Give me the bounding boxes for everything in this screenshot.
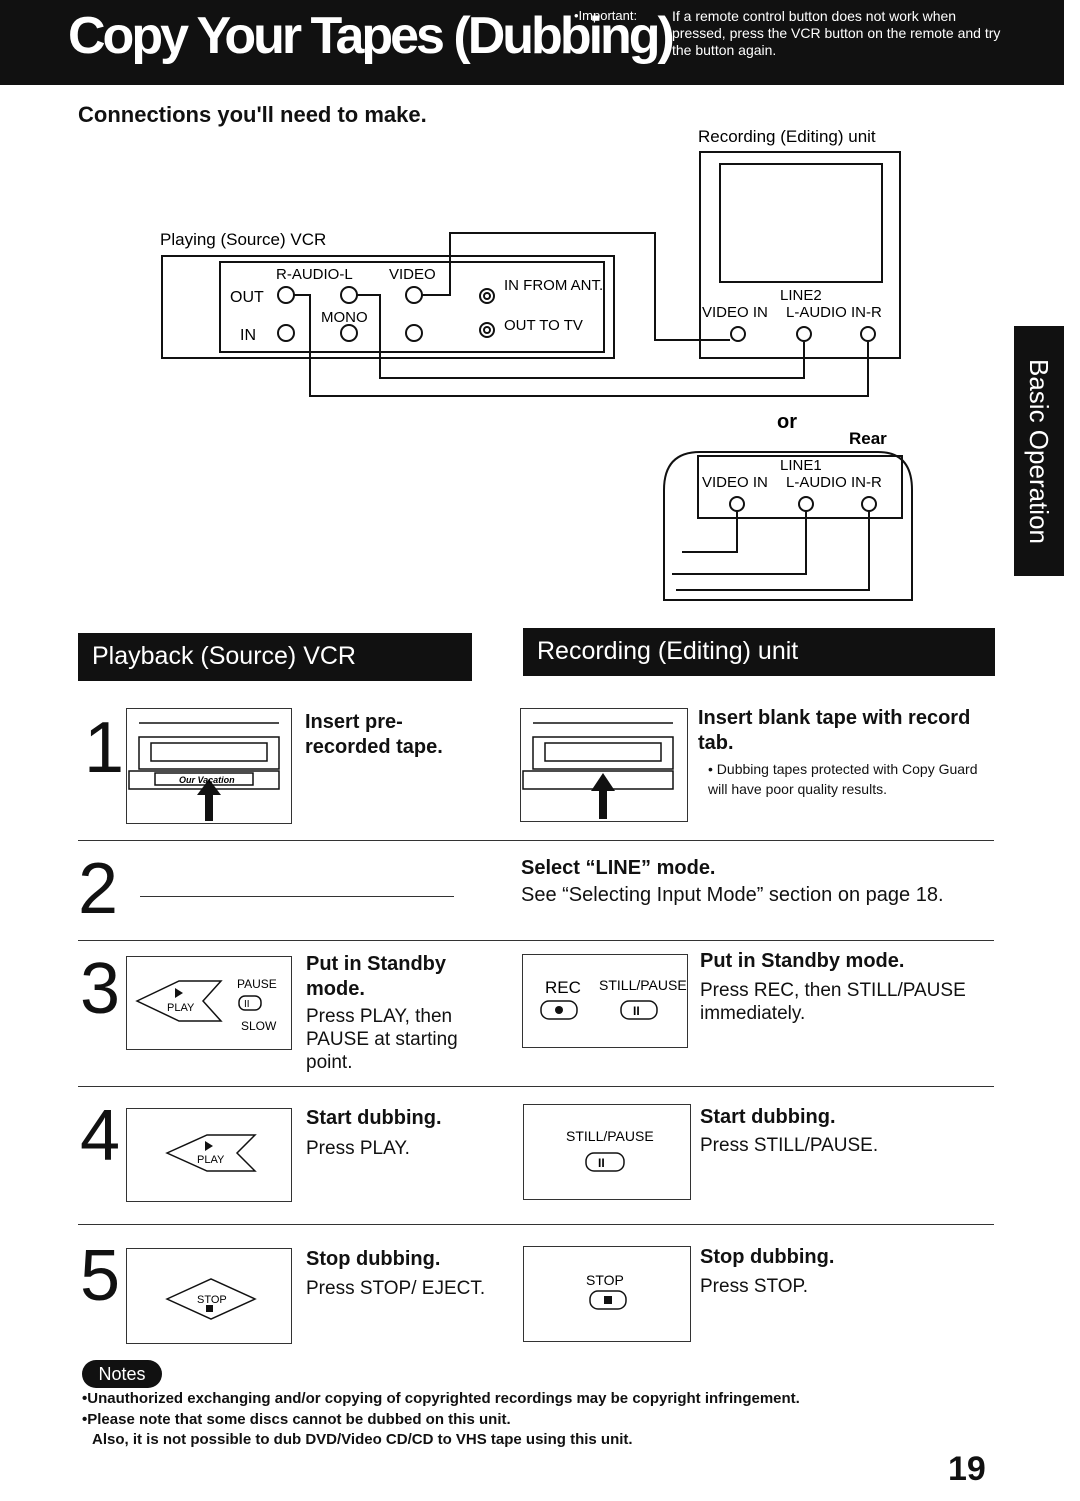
step1-right-title: Insert blank tape with record tab. xyxy=(698,707,971,754)
pause-icon: II xyxy=(244,999,250,1010)
play-label: PLAY xyxy=(167,1002,195,1014)
step2-dash-line xyxy=(140,896,454,897)
step3-right-title: Put in Standby mode. xyxy=(700,950,905,972)
l-audio-in-r-label: L-AUDIO IN-R xyxy=(786,304,882,321)
mono-label: MONO xyxy=(321,309,368,326)
divider xyxy=(78,940,994,941)
recording-unit-body xyxy=(699,151,901,359)
side-tab-label: Basic Operation xyxy=(1024,358,1054,544)
step3-left-title: Put in Standby mode. xyxy=(306,953,446,1000)
vcr-panel xyxy=(219,261,605,353)
in-from-ant-label: IN FROM ANT. xyxy=(504,277,603,294)
pause-label: PAUSE xyxy=(237,977,277,991)
play-button-shape xyxy=(165,1134,257,1172)
pause-icon: II xyxy=(633,1004,640,1018)
play-icon xyxy=(175,988,183,998)
step-number: 1 xyxy=(84,708,125,788)
cassette-label: Our Vacation xyxy=(179,775,235,785)
playing-vcr-label: Playing (Source) VCR xyxy=(160,230,326,249)
connection-diagram: Recording (Editing) unit Playing (Source… xyxy=(160,127,913,601)
step4-left-title: Start dubbing. xyxy=(306,1107,442,1129)
step5-left-text: Press STOP/ EJECT. xyxy=(306,1278,486,1299)
step-number: 4 xyxy=(80,1096,121,1176)
stop-eject-illustration: STOP xyxy=(126,1248,292,1344)
stop-button-shape xyxy=(165,1278,257,1320)
vcr-body xyxy=(161,255,615,359)
insert-tape-illustration: Our Vacation xyxy=(126,708,292,824)
stillpause-button-shape xyxy=(620,1000,658,1020)
line1-label: LINE1 xyxy=(780,457,822,474)
insert-blank-tape-illustration xyxy=(520,708,688,822)
divider xyxy=(78,1224,994,1225)
video-label: VIDEO xyxy=(389,266,436,283)
pause-icon: II xyxy=(598,1156,605,1170)
out-to-tv-label: OUT TO TV xyxy=(504,317,583,334)
stop-button-shape xyxy=(589,1290,627,1310)
step2-right-title: Select “LINE” mode. xyxy=(521,857,716,879)
play-icon xyxy=(205,1141,213,1151)
rec-label: REC xyxy=(545,978,581,997)
stillpause-illustration: STILL/PAUSE II xyxy=(523,1104,691,1200)
step3-right-text: Press REC, then STILL/PAUSE immediately. xyxy=(700,980,966,1024)
step2-right-text: See “Selecting Input Mode” section on pa… xyxy=(521,884,944,906)
play-button-shape xyxy=(135,980,223,1022)
connections-heading: Connections you'll need to make. xyxy=(78,102,427,127)
divider xyxy=(78,1086,994,1087)
playback-section-title: Playback (Source) VCR xyxy=(78,633,472,681)
important-text: If a remote control button does not work… xyxy=(672,8,1001,58)
step-number: 3 xyxy=(80,949,121,1029)
page-number: 19 xyxy=(948,1450,986,1488)
note-item: Also, it is not possible to dub DVD/Vide… xyxy=(92,1431,633,1448)
stillpause-label: STILL/PAUSE xyxy=(599,977,687,993)
recording-section-title: Recording (Editing) unit xyxy=(523,628,995,676)
stop-illustration: STOP xyxy=(523,1246,691,1342)
rec-button-shape xyxy=(540,1000,578,1020)
divider xyxy=(78,840,994,841)
rear-l-audio-in-r-label: L-AUDIO IN-R xyxy=(786,474,882,491)
step-number: 5 xyxy=(80,1236,121,1316)
line2-label: LINE2 xyxy=(780,287,822,304)
recording-unit-screen xyxy=(719,163,883,283)
rear-label: Rear xyxy=(849,429,887,448)
step1-left-title: Insert pre-recorded tape. xyxy=(305,711,443,758)
rear-video-in-label: VIDEO IN xyxy=(702,474,768,491)
note-item: •Please note that some discs cannot be d… xyxy=(82,1411,511,1428)
important-label: •Important: xyxy=(574,8,638,23)
pause-button-shape xyxy=(238,995,262,1011)
recording-unit-label: Recording (Editing) unit xyxy=(698,127,876,146)
play-illustration: PLAY xyxy=(126,1108,292,1202)
step4-left-text: Press PLAY. xyxy=(306,1138,410,1159)
play-pause-illustration: PLAY PAUSE SLOW II xyxy=(126,956,292,1050)
stop-icon xyxy=(206,1305,213,1312)
rec-stillpause-illustration: REC STILL/PAUSE II xyxy=(522,954,688,1048)
play-label: PLAY xyxy=(197,1154,225,1166)
r-audio-l-label: R-AUDIO-L xyxy=(276,266,353,283)
stop-icon xyxy=(604,1296,612,1304)
header-bar xyxy=(0,0,1064,85)
stop-label: STOP xyxy=(586,1272,624,1288)
step5-right-text: Press STOP. xyxy=(700,1276,809,1297)
in-label: IN xyxy=(240,327,256,344)
slow-label: SLOW xyxy=(241,1019,277,1033)
out-label: OUT xyxy=(230,289,264,306)
step3-left-text: Press PLAY, then PAUSE at starting point… xyxy=(306,1006,458,1073)
or-label: or xyxy=(777,411,797,433)
step4-right-text: Press STILL/PAUSE. xyxy=(700,1135,879,1156)
stillpause-button-shape xyxy=(585,1152,625,1172)
step1-right-note: • Dubbing tapes protected with Copy Guar… xyxy=(708,761,978,797)
stop-label: STOP xyxy=(197,1294,227,1306)
rec-icon xyxy=(555,1006,563,1014)
step4-right-title: Start dubbing. xyxy=(700,1106,836,1128)
note-item: •Unauthorized exchanging and/or copying … xyxy=(82,1390,800,1407)
video-in-label: VIDEO IN xyxy=(702,304,768,321)
notes-badge: Notes xyxy=(82,1360,162,1388)
step5-left-title: Stop dubbing. xyxy=(306,1248,441,1270)
step-number: 2 xyxy=(78,849,119,929)
stillpause-label: STILL/PAUSE xyxy=(566,1128,654,1144)
side-tab xyxy=(1014,326,1064,576)
step5-right-title: Stop dubbing. xyxy=(700,1246,835,1268)
page-title: Copy Your Tapes (Dubbing) xyxy=(68,7,675,65)
